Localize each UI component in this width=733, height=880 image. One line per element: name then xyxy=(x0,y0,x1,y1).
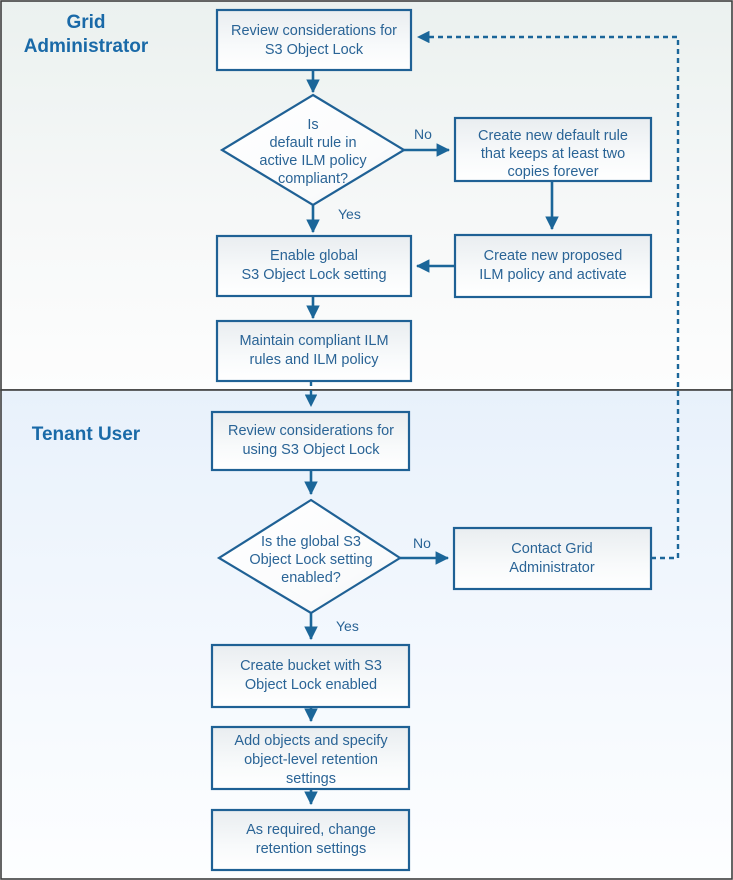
node-create-new-proposed-ilm-policy-box xyxy=(453,233,653,299)
node-is-default-rule-compliant-line3: active ILM policy xyxy=(259,153,367,169)
node-is-default-rule-compliant-line1: Is xyxy=(307,117,318,133)
node-add-objects-and-specify-retention-box xyxy=(210,725,411,791)
node-create-bucket-with-s3-object-lock-box xyxy=(210,643,411,709)
connectors xyxy=(304,30,680,806)
lane-grid-administrator-title-line2: Administrator xyxy=(24,36,149,57)
lane-grid-administrator-title-line1: Grid xyxy=(66,12,105,33)
node-is-global-setting-enabled[interactable]: Is the global S3 Object Lock setting ena… xyxy=(216,498,403,615)
node-is-default-rule-compliant-line4: compliant? xyxy=(278,171,348,187)
node-enable-global-s3-object-lock-setting-box xyxy=(215,234,413,298)
node-is-default-rule-compliant-diamond xyxy=(219,93,407,207)
node-as-required-change-retention-box xyxy=(210,808,411,872)
node-as-required-change-retention-line2: retention settings xyxy=(256,841,366,857)
lane-tenant-user-title-line1: Tenant User xyxy=(32,424,141,445)
node-add-objects-and-specify-retention[interactable]: Add objects and specify object-level ret… xyxy=(210,725,411,791)
lane-tenant-user: Tenant User xyxy=(0,389,733,880)
node-create-new-proposed-ilm-policy[interactable]: Create new proposed ILM policy and activ… xyxy=(453,233,653,299)
edge-label-yes-admin: Yes xyxy=(338,206,361,222)
node-create-bucket-with-s3-object-lock-line2: Object Lock enabled xyxy=(245,677,377,693)
node-is-global-setting-enabled-line3: enabled? xyxy=(281,570,341,586)
node-create-new-default-rule-box xyxy=(453,116,653,183)
node-as-required-change-retention[interactable]: As required, change retention settings xyxy=(210,808,411,872)
node-enable-global-s3-object-lock-setting-line2: S3 Object Lock setting xyxy=(241,267,386,283)
node-enable-global-s3-object-lock-setting[interactable]: Enable global S3 Object Lock setting xyxy=(215,234,413,298)
node-is-global-setting-enabled-line1: Is the global S3 xyxy=(261,534,361,550)
node-review-considerations-s3-object-lock[interactable]: Review considerations for S3 Object Lock xyxy=(215,8,413,72)
node-review-considerations-s3-object-lock-line1: Review considerations for xyxy=(231,23,397,39)
node-create-new-default-rule-line2: that keeps at least two xyxy=(481,146,625,162)
node-contact-grid-administrator-line2: Administrator xyxy=(509,560,595,576)
node-review-considerations-using-s3-object-lock-box xyxy=(210,410,411,472)
node-as-required-change-retention-line1: As required, change xyxy=(246,822,376,838)
node-contact-grid-administrator-box xyxy=(452,526,653,591)
node-create-bucket-with-s3-object-lock-line1: Create bucket with S3 xyxy=(240,658,382,674)
node-contact-grid-administrator-line1: Contact Grid xyxy=(511,541,592,557)
node-add-objects-and-specify-retention-line3: settings xyxy=(286,771,336,787)
node-is-global-setting-enabled-diamond xyxy=(216,498,403,615)
connector-contact-admin-to-top-review-feedback xyxy=(417,30,680,560)
node-create-new-default-rule-line3: copies forever xyxy=(507,164,598,180)
node-review-considerations-using-s3-object-lock-line1: Review considerations for xyxy=(228,423,394,439)
node-is-default-rule-compliant[interactable]: Is default rule in active ILM policy com… xyxy=(219,93,407,207)
node-is-default-rule-compliant-line2: default rule in xyxy=(269,135,356,151)
node-contact-grid-administrator[interactable]: Contact Grid Administrator xyxy=(452,526,653,591)
node-maintain-compliant-ilm[interactable]: Maintain compliant ILM rules and ILM pol… xyxy=(215,319,413,383)
node-create-bucket-with-s3-object-lock[interactable]: Create bucket with S3 Object Lock enable… xyxy=(210,643,411,709)
node-create-new-proposed-ilm-policy-line2: ILM policy and activate xyxy=(479,267,627,283)
node-review-considerations-using-s3-object-lock[interactable]: Review considerations for using S3 Objec… xyxy=(210,410,411,472)
node-maintain-compliant-ilm-box xyxy=(215,319,413,383)
node-add-objects-and-specify-retention-line1: Add objects and specify xyxy=(234,733,388,749)
edge-label-yes-tenant: Yes xyxy=(336,618,359,634)
node-review-considerations-s3-object-lock-line2: S3 Object Lock xyxy=(265,42,364,58)
node-is-global-setting-enabled-line2: Object Lock setting xyxy=(249,552,372,568)
edge-label-no-tenant: No xyxy=(413,535,431,551)
node-review-considerations-using-s3-object-lock-line2: using S3 Object Lock xyxy=(242,442,380,458)
node-maintain-compliant-ilm-line2: rules and ILM policy xyxy=(250,352,380,368)
node-enable-global-s3-object-lock-setting-line1: Enable global xyxy=(270,248,358,264)
node-create-new-default-rule-line1: Create new default rule xyxy=(478,128,628,144)
node-review-considerations-s3-object-lock-box xyxy=(215,8,413,72)
node-create-new-default-rule[interactable]: Create new default rule that keeps at le… xyxy=(453,116,653,183)
node-create-new-proposed-ilm-policy-line1: Create new proposed xyxy=(484,248,623,264)
node-add-objects-and-specify-retention-line2: object-level retention xyxy=(244,752,378,768)
edge-label-no-admin: No xyxy=(414,126,432,142)
lane-tenant-user-background xyxy=(0,389,733,880)
node-maintain-compliant-ilm-line1: Maintain compliant ILM xyxy=(239,333,388,349)
